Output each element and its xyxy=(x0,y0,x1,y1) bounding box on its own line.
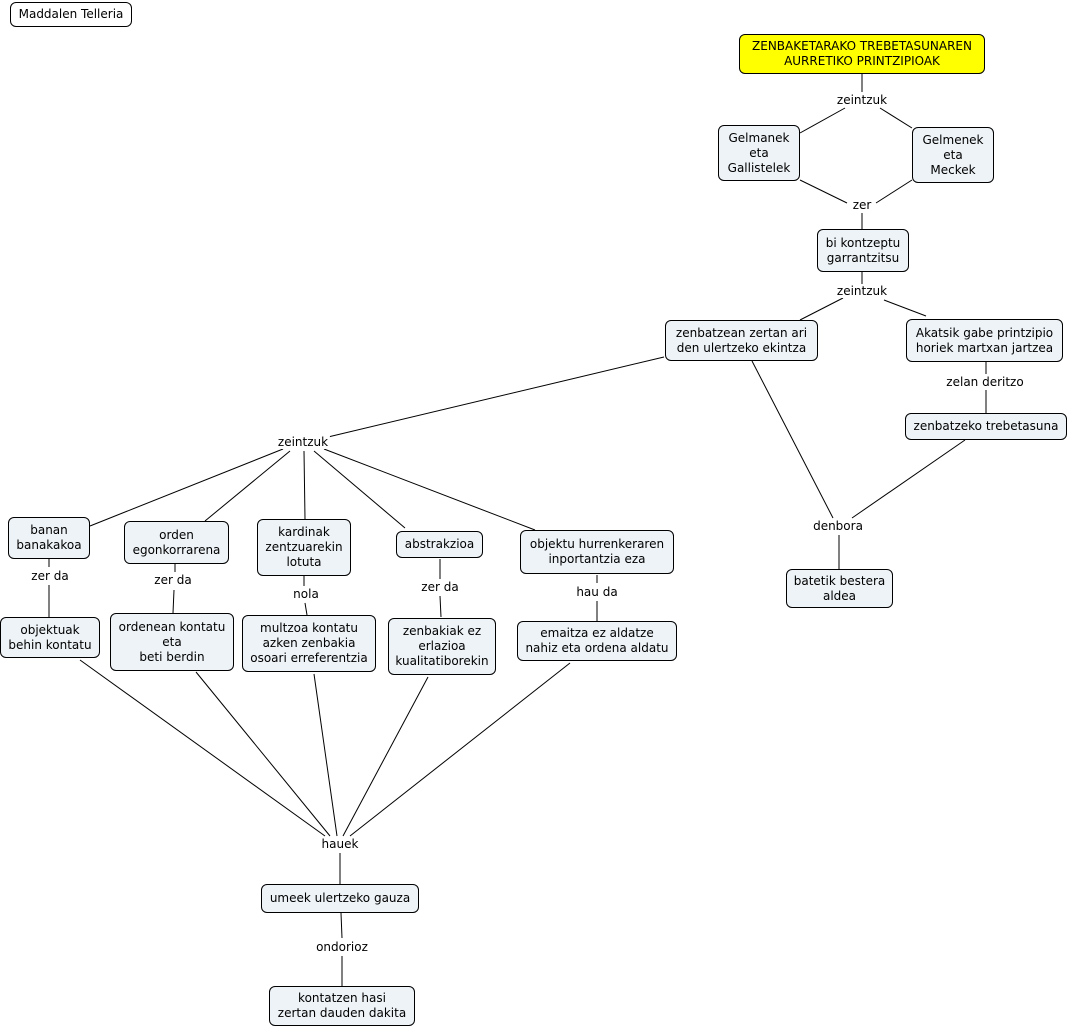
concept-node-zenbakiak[interactable]: zenbakiak ez erlazioa kualitatiborekin xyxy=(388,618,496,675)
link-label-zer-da-1: zer da xyxy=(29,569,71,583)
link-label-zer-da-2: zer da xyxy=(152,573,194,587)
link-label-zeintzuk-2: zeintzuk xyxy=(834,284,890,298)
link-label-zer-da-3: zer da xyxy=(419,580,461,594)
link-label-nola: nola xyxy=(291,587,321,601)
concept-node-abstrakzioa[interactable]: abstrakzioa xyxy=(396,531,483,558)
concept-node-zenbatzeko[interactable]: zenbatzeko trebetasuna xyxy=(905,413,1067,440)
concept-node-bi-kontzeptu[interactable]: bi kontzeptu garrantzitsu xyxy=(817,229,909,272)
link-label-denbora: denbora xyxy=(811,519,865,533)
concept-node-zenbatzean[interactable]: zenbatzean zertan ari den ulertzeko ekin… xyxy=(665,320,818,361)
concept-node-kardinak[interactable]: kardinak zentzuarekin lotuta xyxy=(257,519,351,576)
link-label-zer: zer xyxy=(850,198,874,212)
concept-node-kontatzen[interactable]: kontatzen hasi zertan dauden dakita xyxy=(269,986,415,1026)
link-label-zeintzuk-3: zeintzuk xyxy=(275,435,331,449)
link-label-hau-da: hau da xyxy=(574,585,620,599)
concept-node-gelmanek[interactable]: Gelmanek eta Gallistelek xyxy=(718,125,800,181)
concept-node-objektu-hurrenkera[interactable]: objektu hurrenkeraren inportantzia eza xyxy=(520,530,674,574)
link-label-zelan-deritzo: zelan deritzo xyxy=(944,375,1026,389)
link-label-zeintzuk-1: zeintzuk xyxy=(834,93,890,107)
concept-node-objektuak[interactable]: objektuak behin kontatu xyxy=(0,617,100,658)
concept-node-multzoa[interactable]: multzoa kontatu azken zenbakia osoari er… xyxy=(242,615,376,672)
author-label: Maddalen Telleria xyxy=(10,2,132,27)
link-label-ondorioz: ondorioz xyxy=(314,940,370,954)
link-label-hauek: hauek xyxy=(319,837,361,851)
concept-node-emaitza[interactable]: emaitza ez aldatze nahiz eta ordena alda… xyxy=(517,621,677,661)
concept-node-umeek[interactable]: umeek ulertzeko gauza xyxy=(261,884,419,913)
concept-node-akatsik[interactable]: Akatsik gabe printzipio horiek martxan j… xyxy=(906,319,1063,362)
root-concept-node[interactable]: ZENBAKETARAKO TREBETASUNAREN AURRETIKO P… xyxy=(739,34,985,74)
concept-node-gelmenek[interactable]: Gelmenek eta Meckek xyxy=(912,127,994,183)
concept-node-ordenean[interactable]: ordenean kontatu eta beti berdin xyxy=(110,613,234,671)
concept-node-orden[interactable]: orden egonkorrarena xyxy=(124,521,229,564)
concept-node-banan[interactable]: banan banakakoa xyxy=(8,517,90,559)
concept-node-batetik[interactable]: batetik bestera aldea xyxy=(786,569,893,608)
